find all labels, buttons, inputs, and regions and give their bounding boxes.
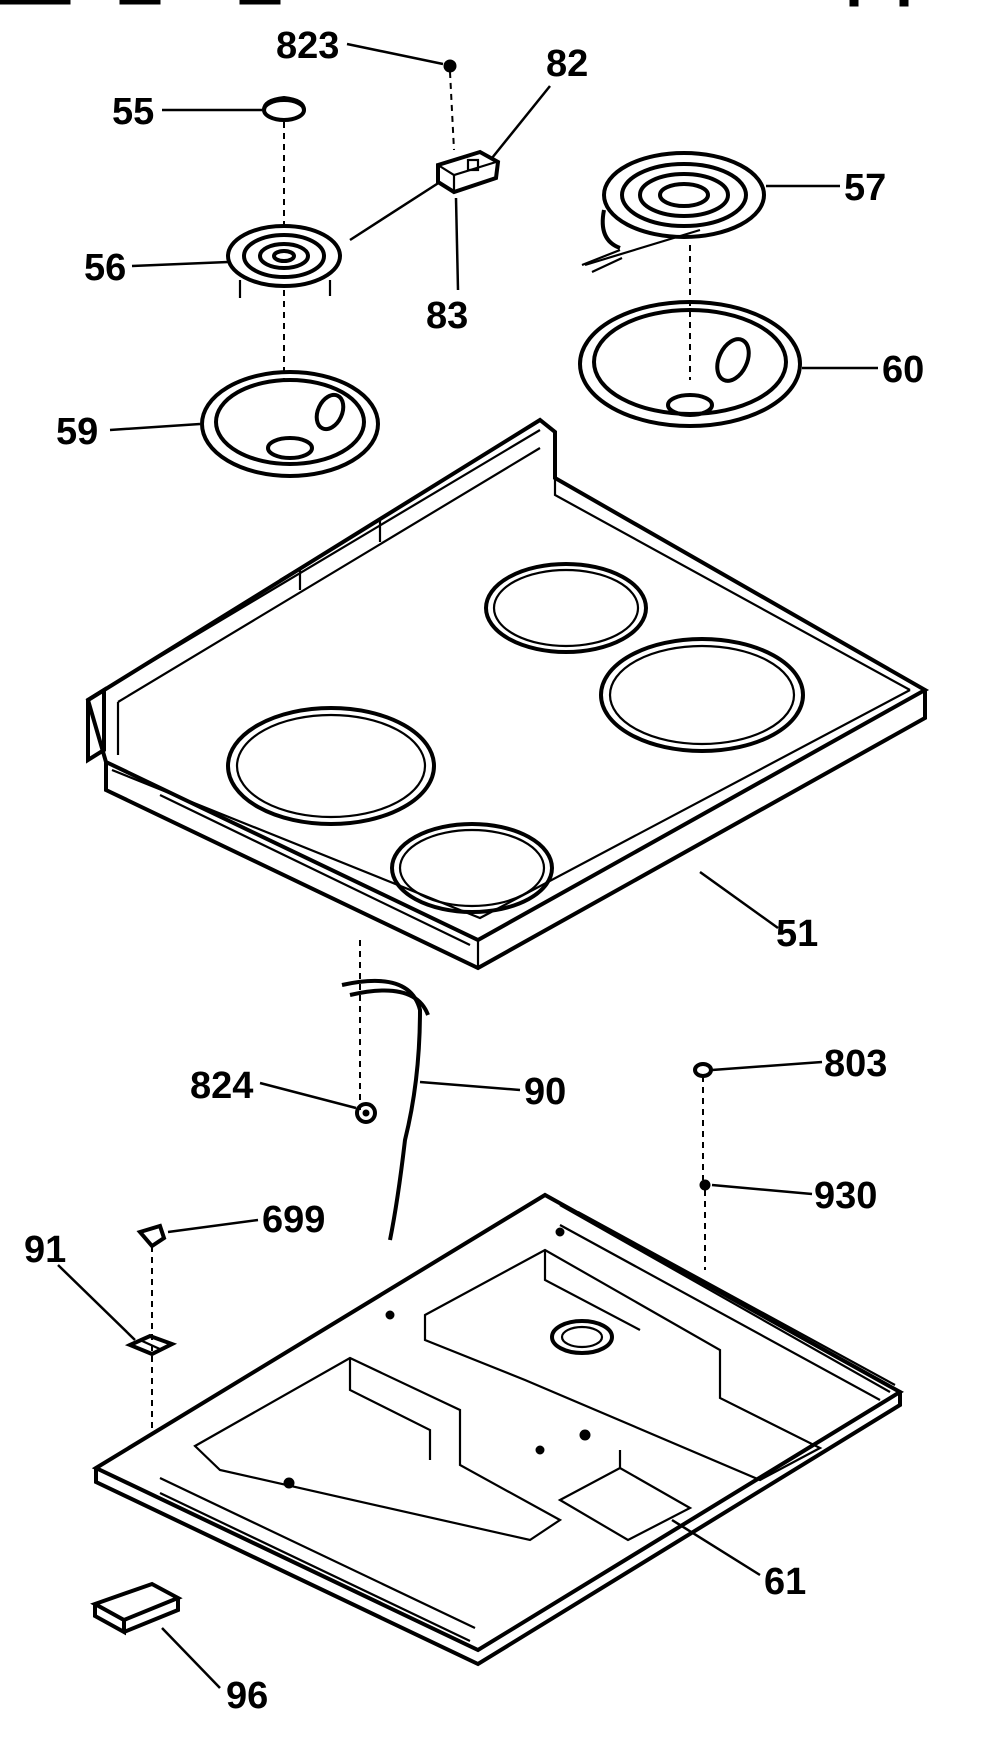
cooktop-51 <box>85 417 930 971</box>
label-90: 90 <box>524 1071 566 1113</box>
cap-55 <box>262 95 306 230</box>
header-fragment <box>849 0 859 7</box>
label-61: 61 <box>764 1561 806 1603</box>
bracket-96 <box>90 1581 183 1636</box>
washer-930 <box>699 1179 711 1270</box>
label-824: 824 <box>190 1065 253 1107</box>
screw-823 <box>443 59 457 151</box>
label-83: 83 <box>426 295 468 337</box>
leader-lines <box>57 42 878 1689</box>
wire-90 <box>341 940 430 1241</box>
label-60: 60 <box>882 349 924 391</box>
screw-824 <box>355 1102 377 1124</box>
burner-element-56 <box>226 224 342 380</box>
drip-pan-60 <box>578 300 802 428</box>
header-fragment <box>0 0 71 5</box>
header-fragment <box>239 0 281 5</box>
label-57: 57 <box>844 167 886 209</box>
terminal-block-82 <box>436 149 501 195</box>
clip-91 <box>124 1333 178 1357</box>
main-top-61 <box>91 1192 904 1667</box>
label-91: 91 <box>24 1229 66 1271</box>
label-803: 803 <box>824 1043 887 1085</box>
label-96: 96 <box>226 1675 268 1717</box>
label-51: 51 <box>776 913 818 955</box>
screw-803 <box>693 1062 713 1180</box>
wire-56-to-block <box>349 180 441 242</box>
label-56: 56 <box>84 247 126 289</box>
header-fragment <box>899 0 909 7</box>
label-59: 59 <box>56 411 98 453</box>
label-699: 699 <box>262 1199 325 1241</box>
label-55: 55 <box>112 91 154 133</box>
drip-pan-59 <box>200 370 380 478</box>
screw-699 <box>136 1223 167 1430</box>
label-823: 823 <box>276 25 339 67</box>
header-fragment <box>119 0 161 5</box>
label-930: 930 <box>814 1175 877 1217</box>
label-82: 82 <box>546 43 588 85</box>
burner-element-57 <box>581 151 766 380</box>
